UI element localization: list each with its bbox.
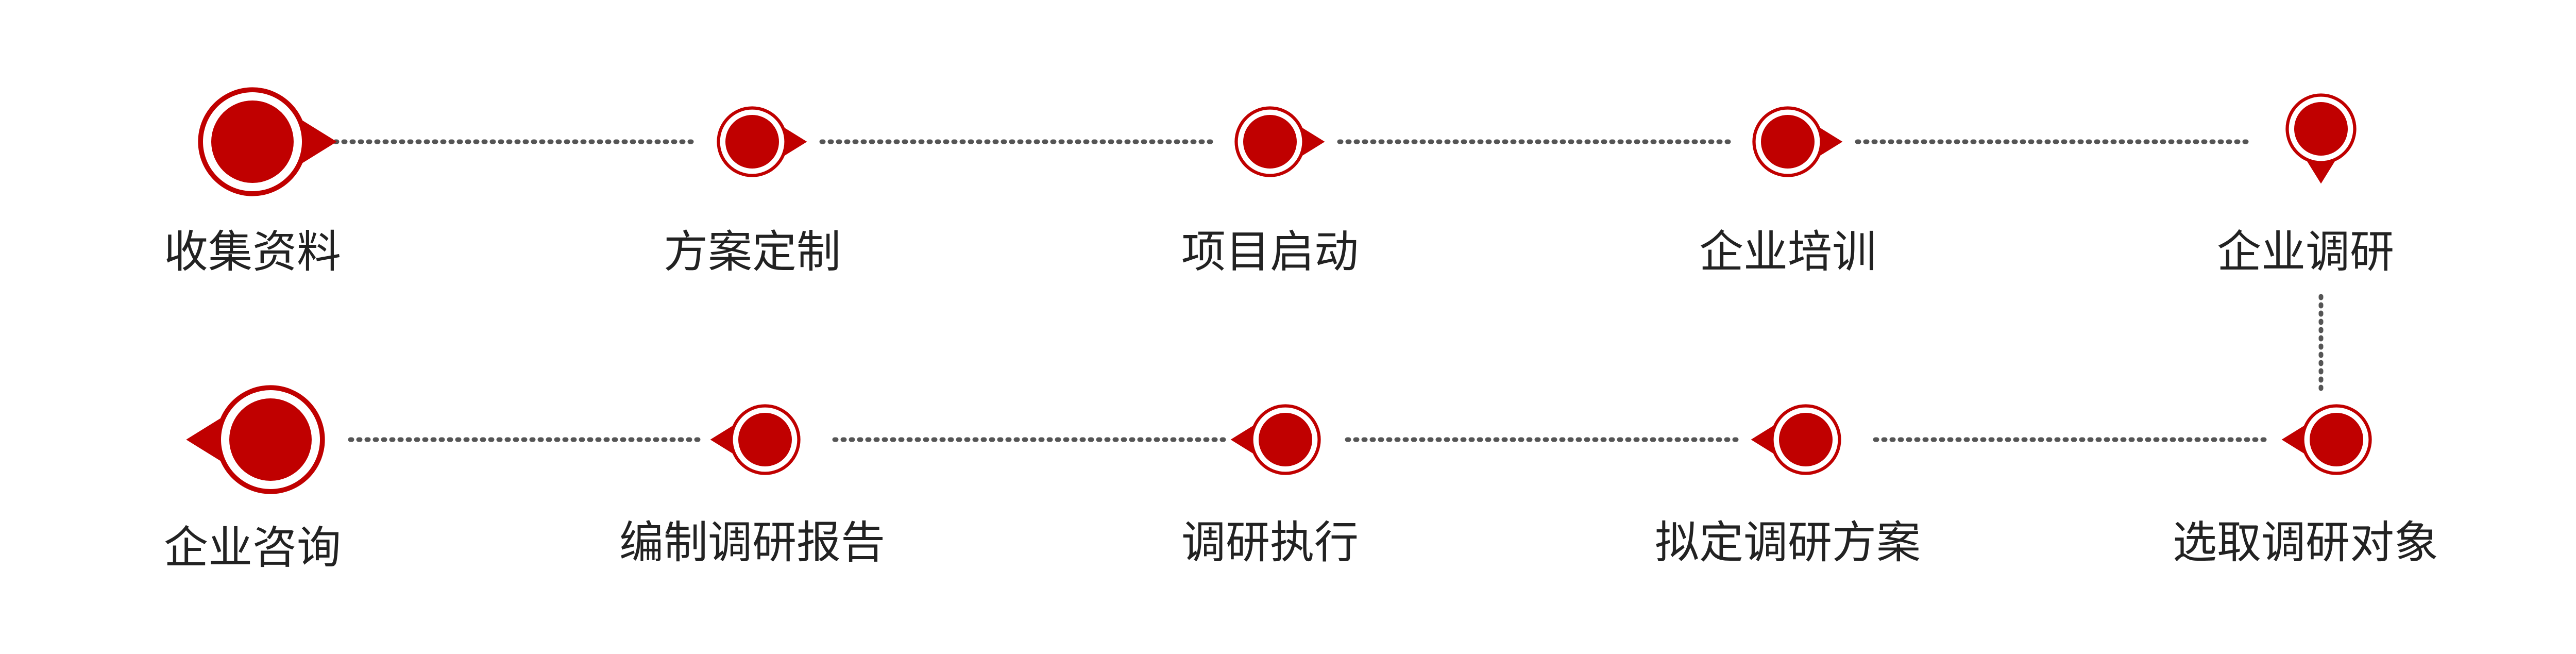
step-marker-9 — [710, 404, 801, 475]
step-marker-dot — [2294, 102, 2348, 156]
step-marker-dot — [1243, 115, 1297, 169]
step-label-9: 编制调研报告 — [619, 517, 885, 568]
step-label-4: 企业培训 — [1699, 226, 1876, 278]
step-label-10: 企业咨询 — [164, 522, 341, 574]
step-marker-4 — [1752, 106, 1843, 177]
step-marker-7 — [1751, 404, 1841, 475]
step-label-6: 选取调研对象 — [2173, 517, 2438, 568]
step-label-3: 项目启动 — [1181, 226, 1359, 278]
step-marker-2 — [717, 106, 807, 177]
step-nodes — [186, 87, 2372, 494]
step-marker-dot — [725, 115, 779, 169]
step-label-1: 收集资料 — [164, 226, 341, 278]
step-marker-3 — [1234, 106, 1325, 177]
step-label-8: 调研执行 — [1181, 517, 1359, 568]
step-marker-dot — [229, 398, 312, 481]
step-marker-dot — [738, 413, 792, 466]
connector-lines — [325, 139, 2324, 442]
step-marker-dot — [1779, 413, 1833, 466]
step-marker-10 — [186, 385, 325, 494]
step-marker-6 — [2281, 404, 2372, 475]
step-marker-1 — [198, 87, 337, 196]
step-label-7: 拟定调研方案 — [1655, 517, 1921, 568]
step-marker-dot — [1259, 413, 1312, 466]
step-marker-5 — [2285, 93, 2357, 184]
step-label-2: 方案定制 — [664, 226, 841, 278]
step-marker-dot — [211, 100, 294, 183]
step-marker-8 — [1230, 404, 1321, 475]
step-marker-dot — [2310, 413, 2363, 466]
step-label-5: 企业调研 — [2217, 226, 2394, 278]
step-marker-dot — [1761, 115, 1815, 169]
